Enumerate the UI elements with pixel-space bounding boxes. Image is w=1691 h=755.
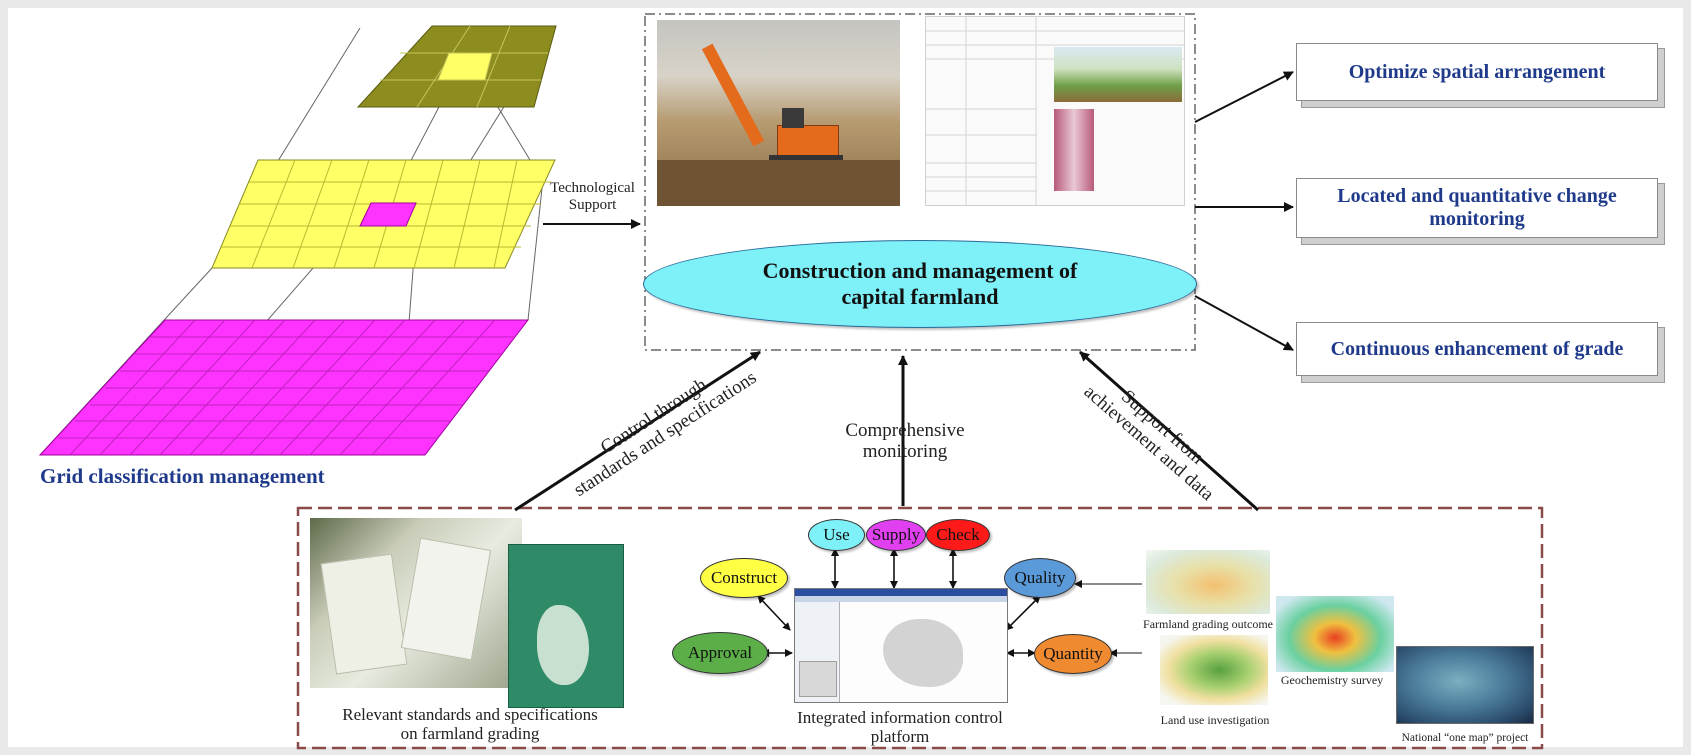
geochemistry-map [1276, 596, 1394, 672]
excavator-cab [782, 108, 804, 128]
platform-screenshot [794, 588, 1008, 703]
book-map-shape [537, 605, 589, 685]
node-check-label: Check [936, 525, 980, 544]
platform-label: Integrated information control platform [770, 708, 1030, 746]
platform-toolbar [795, 596, 1007, 602]
form-grid [926, 17, 1184, 205]
output-located-line1: Located and quantitative change [1337, 185, 1617, 207]
center-title-line1: Construction and management of [762, 258, 1078, 283]
platform-titlebar [795, 589, 1007, 596]
comprehensive-line2: monitoring [862, 441, 948, 463]
excavator-body [777, 125, 839, 157]
excavator-arm [701, 43, 765, 147]
excavator-photo [657, 20, 900, 206]
output-continuous-box: Continuous enhancement of grade [1296, 322, 1658, 376]
center-title-line2: capital farmland [841, 284, 999, 309]
orchard-photo [1054, 47, 1182, 102]
soil-profile-photo [1054, 109, 1094, 191]
comprehensive-label: Comprehensive monitoring [800, 420, 1010, 463]
node-approval: Approval [672, 632, 768, 674]
grid-title: Grid classification management [40, 464, 325, 488]
standards-label: Relevant standards and specifications on… [300, 705, 640, 743]
output-optimize-text: Optimize spatial arrangement [1348, 60, 1606, 83]
platform-line1: Integrated information control [797, 708, 1003, 727]
node-supply: Supply [866, 519, 926, 551]
node-quality-label: Quality [1014, 568, 1066, 587]
grid-layer-middle [211, 159, 556, 269]
node-use-label: Use [823, 525, 850, 544]
geochemistry-label: Geochemistry survey [1280, 673, 1384, 687]
node-quantity-label: Quantity [1043, 644, 1103, 663]
node-quantity: Quantity [1034, 634, 1112, 674]
tech-support-text: Technological Support [550, 180, 635, 213]
land-use-label: Land use investigation [1160, 713, 1270, 727]
platform-main-map [883, 619, 963, 687]
grid-layer-top [356, 25, 557, 108]
bottom-frame [296, 506, 1544, 750]
output-optimize-box: Optimize spatial arrangement [1296, 43, 1658, 101]
center-ellipse: Construction and management of capital f… [643, 240, 1197, 328]
farmland-book-photo [508, 544, 624, 708]
output-continuous-text: Continuous enhancement of grade [1330, 337, 1624, 360]
output-located-box: Located and quantitative change monitori… [1296, 178, 1658, 238]
standards-line2: on farmland grading [400, 724, 540, 744]
soil-mound [657, 160, 900, 206]
tech-support-label: Technological Support [535, 180, 650, 214]
node-construct: Construct [700, 558, 788, 598]
land-use-map [1160, 635, 1268, 705]
farmland-record-form [925, 16, 1185, 206]
one-map-photo [1396, 646, 1534, 724]
output-located-line2: monitoring [1429, 208, 1525, 230]
platform-line2: platform [870, 727, 930, 747]
farmland-grading-map [1146, 550, 1270, 614]
comprehensive-line1: Comprehensive [845, 420, 965, 441]
center-frame [644, 13, 1196, 351]
farmland-grading-label: Farmland grading outcome [1143, 617, 1273, 631]
node-quality: Quality [1004, 558, 1076, 598]
standards-line1: Relevant standards and specifications [342, 705, 598, 724]
node-use: Use [808, 519, 865, 551]
grid-layer-bottom [38, 319, 530, 456]
node-approval-label: Approval [687, 643, 753, 662]
node-supply-label: Supply [871, 525, 921, 544]
one-map-label: National “one map” project [1401, 732, 1529, 744]
platform-minimap [799, 661, 837, 697]
book-cover-2 [400, 537, 492, 661]
standards-books-photo [310, 518, 522, 688]
book-cover-1 [320, 553, 408, 675]
node-construct-label: Construct [710, 568, 778, 587]
node-check: Check [926, 519, 990, 551]
